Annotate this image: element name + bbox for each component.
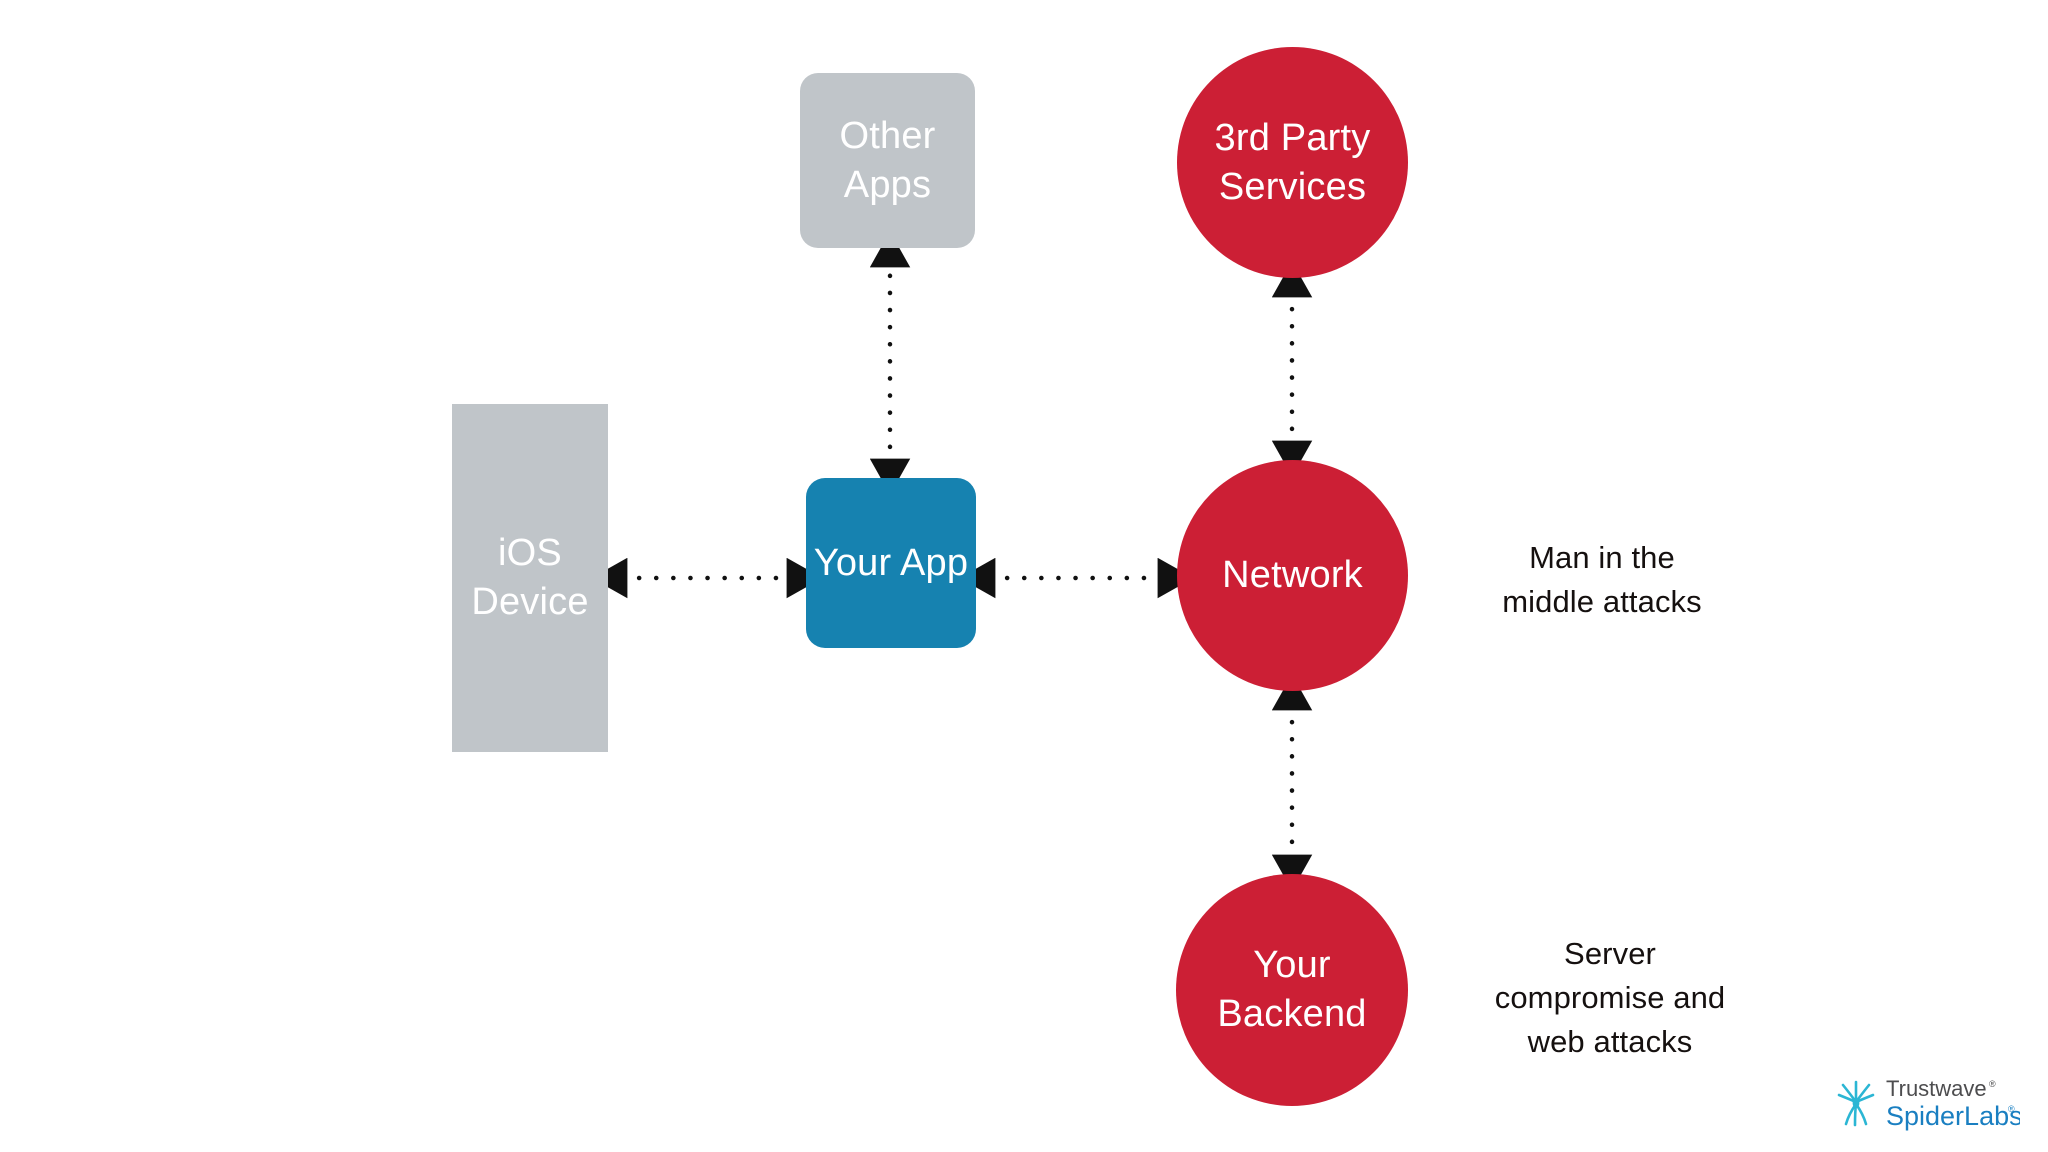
node-other-apps[interactable]: Other Apps bbox=[800, 73, 975, 248]
node-ios-device[interactable]: iOS Device bbox=[452, 404, 608, 752]
logo-trustwave-registered: ® bbox=[1989, 1079, 1996, 1089]
annotation-server-compromise-and-web-attacks: Server compromise and web attacks bbox=[1494, 936, 1726, 1060]
node-your-backend[interactable]: Your Backend bbox=[1176, 874, 1408, 1106]
logo-trustwave-text: Trustwave bbox=[1886, 1076, 1987, 1101]
spider-body bbox=[1852, 1097, 1860, 1109]
node-your-app[interactable]: Your App bbox=[806, 478, 976, 648]
node-third-party-services[interactable]: 3rd Party Services bbox=[1177, 47, 1408, 278]
trustwave-spiderlabs-logo: Trustwave ® SpiderLabs ® bbox=[1836, 1068, 2023, 1142]
node-network[interactable]: Network bbox=[1177, 460, 1408, 691]
logo-spiderlabs-text: SpiderLabs bbox=[1886, 1101, 2020, 1131]
logo-spiderlabs-registered: ® bbox=[2008, 1104, 2015, 1114]
annotation-man-in-the-middle-attacks: Man in the middle attacks bbox=[1502, 540, 1702, 620]
